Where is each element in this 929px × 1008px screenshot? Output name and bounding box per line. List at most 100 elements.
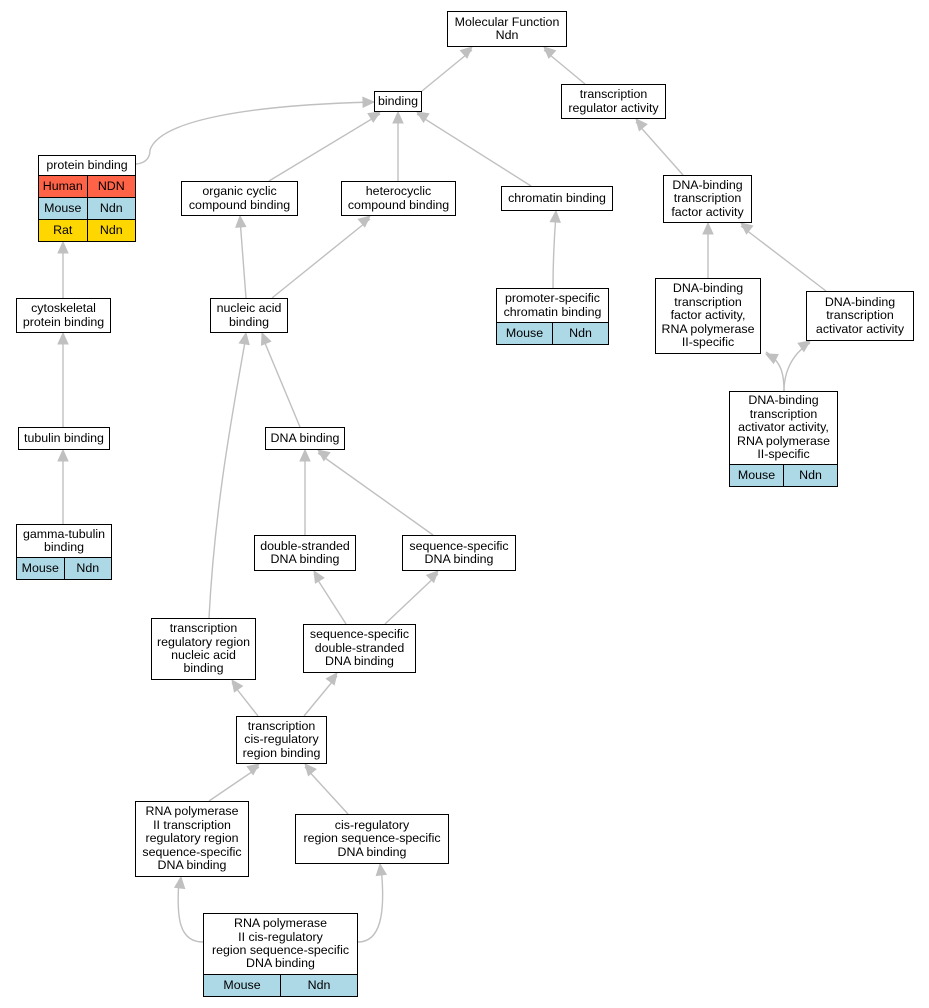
go-term-label: RNA polymerase II transcription regulato…	[142, 804, 242, 873]
go-term-transcription-cis-regulatory-region-binding[interactable]: transcription cis-regulatory region bind…	[236, 716, 327, 764]
go-term-label: DNA-binding transcription factor activit…	[671, 177, 744, 219]
arrowhead	[543, 46, 557, 59]
go-term-molecular-function[interactable]: Molecular Function Ndn	[447, 11, 567, 47]
annotation-row: Mouse Ndn	[204, 974, 357, 996]
go-term-sequence-specific-dna-binding[interactable]: sequence-specific DNA binding	[402, 535, 516, 571]
annotation-row: Mouse Ndn	[39, 197, 135, 219]
go-term-tubulin-binding[interactable]: tubulin binding	[18, 427, 110, 450]
annotation-species: Mouse	[21, 561, 59, 575]
annotation-gene[interactable]: Ndn	[783, 465, 837, 486]
go-term-dna-binding[interactable]: DNA binding	[265, 427, 345, 450]
edge-ss-ds-dna-binding-to-double-stranded-dna-binding	[313, 573, 347, 625]
go-term-label: gamma-tubulin binding	[23, 526, 105, 554]
arrowhead	[57, 448, 69, 462]
arrowhead	[367, 111, 382, 123]
arrowhead	[246, 763, 260, 776]
edge-cis-regulatory-region-ss-dna-binding-to-transcription-cis-regulatory-region-binding	[304, 766, 349, 815]
go-term-label: chromatin binding	[508, 190, 606, 205]
edge-dna-binding-ta-activity-rnapii-to-dna-binding-ta-activity	[783, 342, 811, 392]
arrowhead	[764, 353, 779, 365]
annotation-gene[interactable]: Ndn	[86, 220, 136, 241]
arrowhead	[362, 96, 376, 109]
go-term-label: cis-regulatory region sequence-specific …	[303, 817, 441, 859]
annotation-species: Rat	[53, 223, 73, 237]
go-term-dna-binding-ta-activity-rnapii[interactable]: DNA-binding transcription activator acti…	[729, 391, 838, 487]
edge-nucleic-acid-binding-to-heterocyclic-compound-binding	[271, 218, 371, 299]
go-term-ss-ds-dna-binding[interactable]: sequence-specific double-stranded DNA bi…	[303, 624, 416, 673]
go-term-transcription-regulatory-region-na-binding[interactable]: transcription regulatory region nucleic …	[151, 618, 256, 680]
annotation-gene[interactable]: Ndn	[280, 975, 357, 996]
go-term-label: DNA-binding transcription factor activit…	[661, 281, 755, 350]
arrowhead	[635, 118, 648, 132]
go-term-heterocyclic-compound-binding[interactable]: heterocyclic compound binding	[341, 181, 456, 216]
go-term-label: DNA-binding transcription activator acti…	[737, 393, 830, 462]
go-term-chromatin-binding[interactable]: chromatin binding	[501, 186, 613, 211]
annotation-species: Mouse	[505, 326, 544, 340]
go-term-double-stranded-dna-binding[interactable]: double-stranded DNA binding	[254, 535, 356, 571]
go-term-cytoskeletal-protein-binding[interactable]: cytoskeletal protein binding	[16, 298, 111, 333]
go-term-cis-regulatory-region-ss-dna-binding[interactable]: cis-regulatory region sequence-specific …	[295, 814, 449, 864]
go-term-label: DNA binding	[270, 430, 340, 445]
arrowhead	[313, 569, 325, 584]
arrowhead	[357, 215, 371, 228]
arrowhead	[57, 331, 69, 345]
edge-sequence-specific-dna-binding-to-dna-binding	[317, 452, 434, 536]
arrowhead	[235, 214, 247, 228]
arrowhead	[375, 862, 388, 877]
arrowhead	[57, 240, 69, 254]
arrowhead	[260, 331, 272, 346]
go-term-label: transcription regulator activity	[568, 87, 659, 115]
go-term-organic-cyclic-compound-binding[interactable]: organic cyclic compound binding	[181, 181, 298, 216]
go-term-rnapii-tr-region-ss-dna-binding[interactable]: RNA polymerase II transcription regulato…	[135, 801, 249, 877]
go-term-label: protein binding	[46, 157, 128, 172]
go-term-dna-binding-tf-activity-rnapii[interactable]: DNA-binding transcription factor activit…	[655, 278, 761, 354]
annotation-gene[interactable]: Ndn	[552, 323, 608, 344]
go-term-transcription-regulator-activity[interactable]: transcription regulator activity	[561, 84, 666, 119]
go-term-dna-binding-tf-activity[interactable]: DNA-binding transcription factor activit…	[663, 175, 752, 223]
go-term-rnapii-cis-regulatory-region-ss-dna-binding[interactable]: RNA polymerase II cis-regulatory region …	[203, 913, 358, 997]
arrowhead	[425, 570, 439, 584]
edge-dna-binding-ta-activity-to-dna-binding-tf-activity	[740, 225, 827, 292]
arrowhead	[238, 331, 250, 346]
annotation-species: Mouse	[223, 978, 261, 992]
go-term-label: double-stranded DNA binding	[260, 538, 350, 566]
go-term-label: organic cyclic compound binding	[188, 184, 291, 212]
edge-nucleic-acid-binding-to-organic-cyclic-compound-binding	[239, 218, 247, 299]
edge-dna-binding-to-nucleic-acid-binding	[261, 335, 301, 428]
annotation-gene[interactable]: Ndn	[63, 558, 112, 579]
edge-ss-ds-dna-binding-to-sequence-specific-dna-binding	[384, 573, 439, 625]
go-term-label: DNA-binding transcription activator acti…	[815, 294, 905, 336]
go-term-label: binding	[378, 93, 418, 108]
edge-rnapii-cis-regulatory-region-ss-dna-binding-to-rnapii-tr-region-ss-dna-binding	[177, 879, 204, 943]
edge-chromatin-binding-to-binding	[416, 113, 532, 187]
go-term-nucleic-acid-binding[interactable]: nucleic acid binding	[210, 298, 288, 333]
go-term-label: transcription regulatory region nucleic …	[157, 621, 250, 676]
arrowhead	[173, 875, 186, 890]
arrowhead	[702, 221, 714, 235]
edge-promoter-specific-chromatin-binding-to-chromatin-binding	[552, 213, 557, 289]
edge-rnapii-cis-regulatory-region-ss-dna-binding-to-cis-regulatory-region-ss-dna-binding	[357, 866, 384, 943]
edge-rnapii-tr-region-ss-dna-binding-to-transcription-cis-regulatory-region-binding	[208, 766, 260, 802]
arrowhead	[299, 448, 311, 462]
edge-protein-binding-to-binding	[135, 101, 375, 165]
annotation-species: Mouse	[44, 201, 82, 215]
annotation-gene[interactable]: Ndn	[86, 198, 136, 219]
annotation-gene[interactable]: NDN	[86, 176, 136, 197]
arrowhead	[317, 449, 331, 462]
go-term-label: heterocyclic compound binding	[347, 184, 450, 212]
go-term-label: tubulin binding	[24, 430, 104, 445]
go-term-binding[interactable]: binding	[374, 91, 422, 112]
arrowhead	[231, 679, 244, 693]
arrowhead	[459, 46, 473, 59]
arrowhead	[740, 222, 754, 235]
go-term-label: sequence-specific DNA binding	[409, 538, 509, 566]
go-term-label: sequence-specific double-stranded DNA bi…	[309, 627, 410, 669]
go-term-dna-binding-ta-activity[interactable]: DNA-binding transcription activator acti…	[806, 291, 914, 341]
annotation-row: Mouse Ndn	[17, 557, 111, 579]
